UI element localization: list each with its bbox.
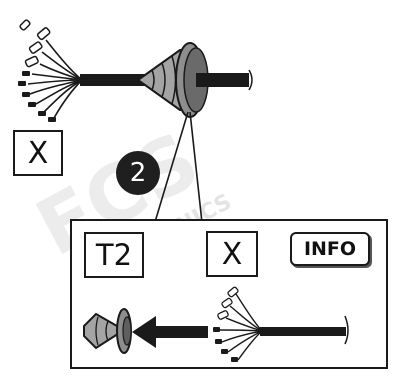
info-label: INFO — [303, 238, 357, 260]
info-button[interactable]: INFO — [290, 232, 370, 266]
label-box-x-inset: X — [206, 231, 258, 277]
callout-lines — [151, 111, 204, 233]
label-t2-text: T2 — [95, 238, 133, 272]
wire-harness-icon — [18, 19, 150, 122]
inset-wire-harness-icon — [213, 286, 349, 362]
inset-grommet-icon — [83, 308, 132, 354]
label-x-inset-text: X — [221, 236, 243, 272]
harness-cable — [80, 74, 150, 86]
label-box-x-top: X — [13, 130, 63, 176]
rubber-grommet-icon — [136, 42, 253, 118]
left-arrow-icon — [132, 316, 208, 348]
label-box-t2: T2 — [84, 232, 144, 278]
step-number-badge: 2 — [116, 151, 160, 195]
label-x-text: X — [27, 135, 49, 171]
step-number-text: 2 — [129, 158, 147, 188]
